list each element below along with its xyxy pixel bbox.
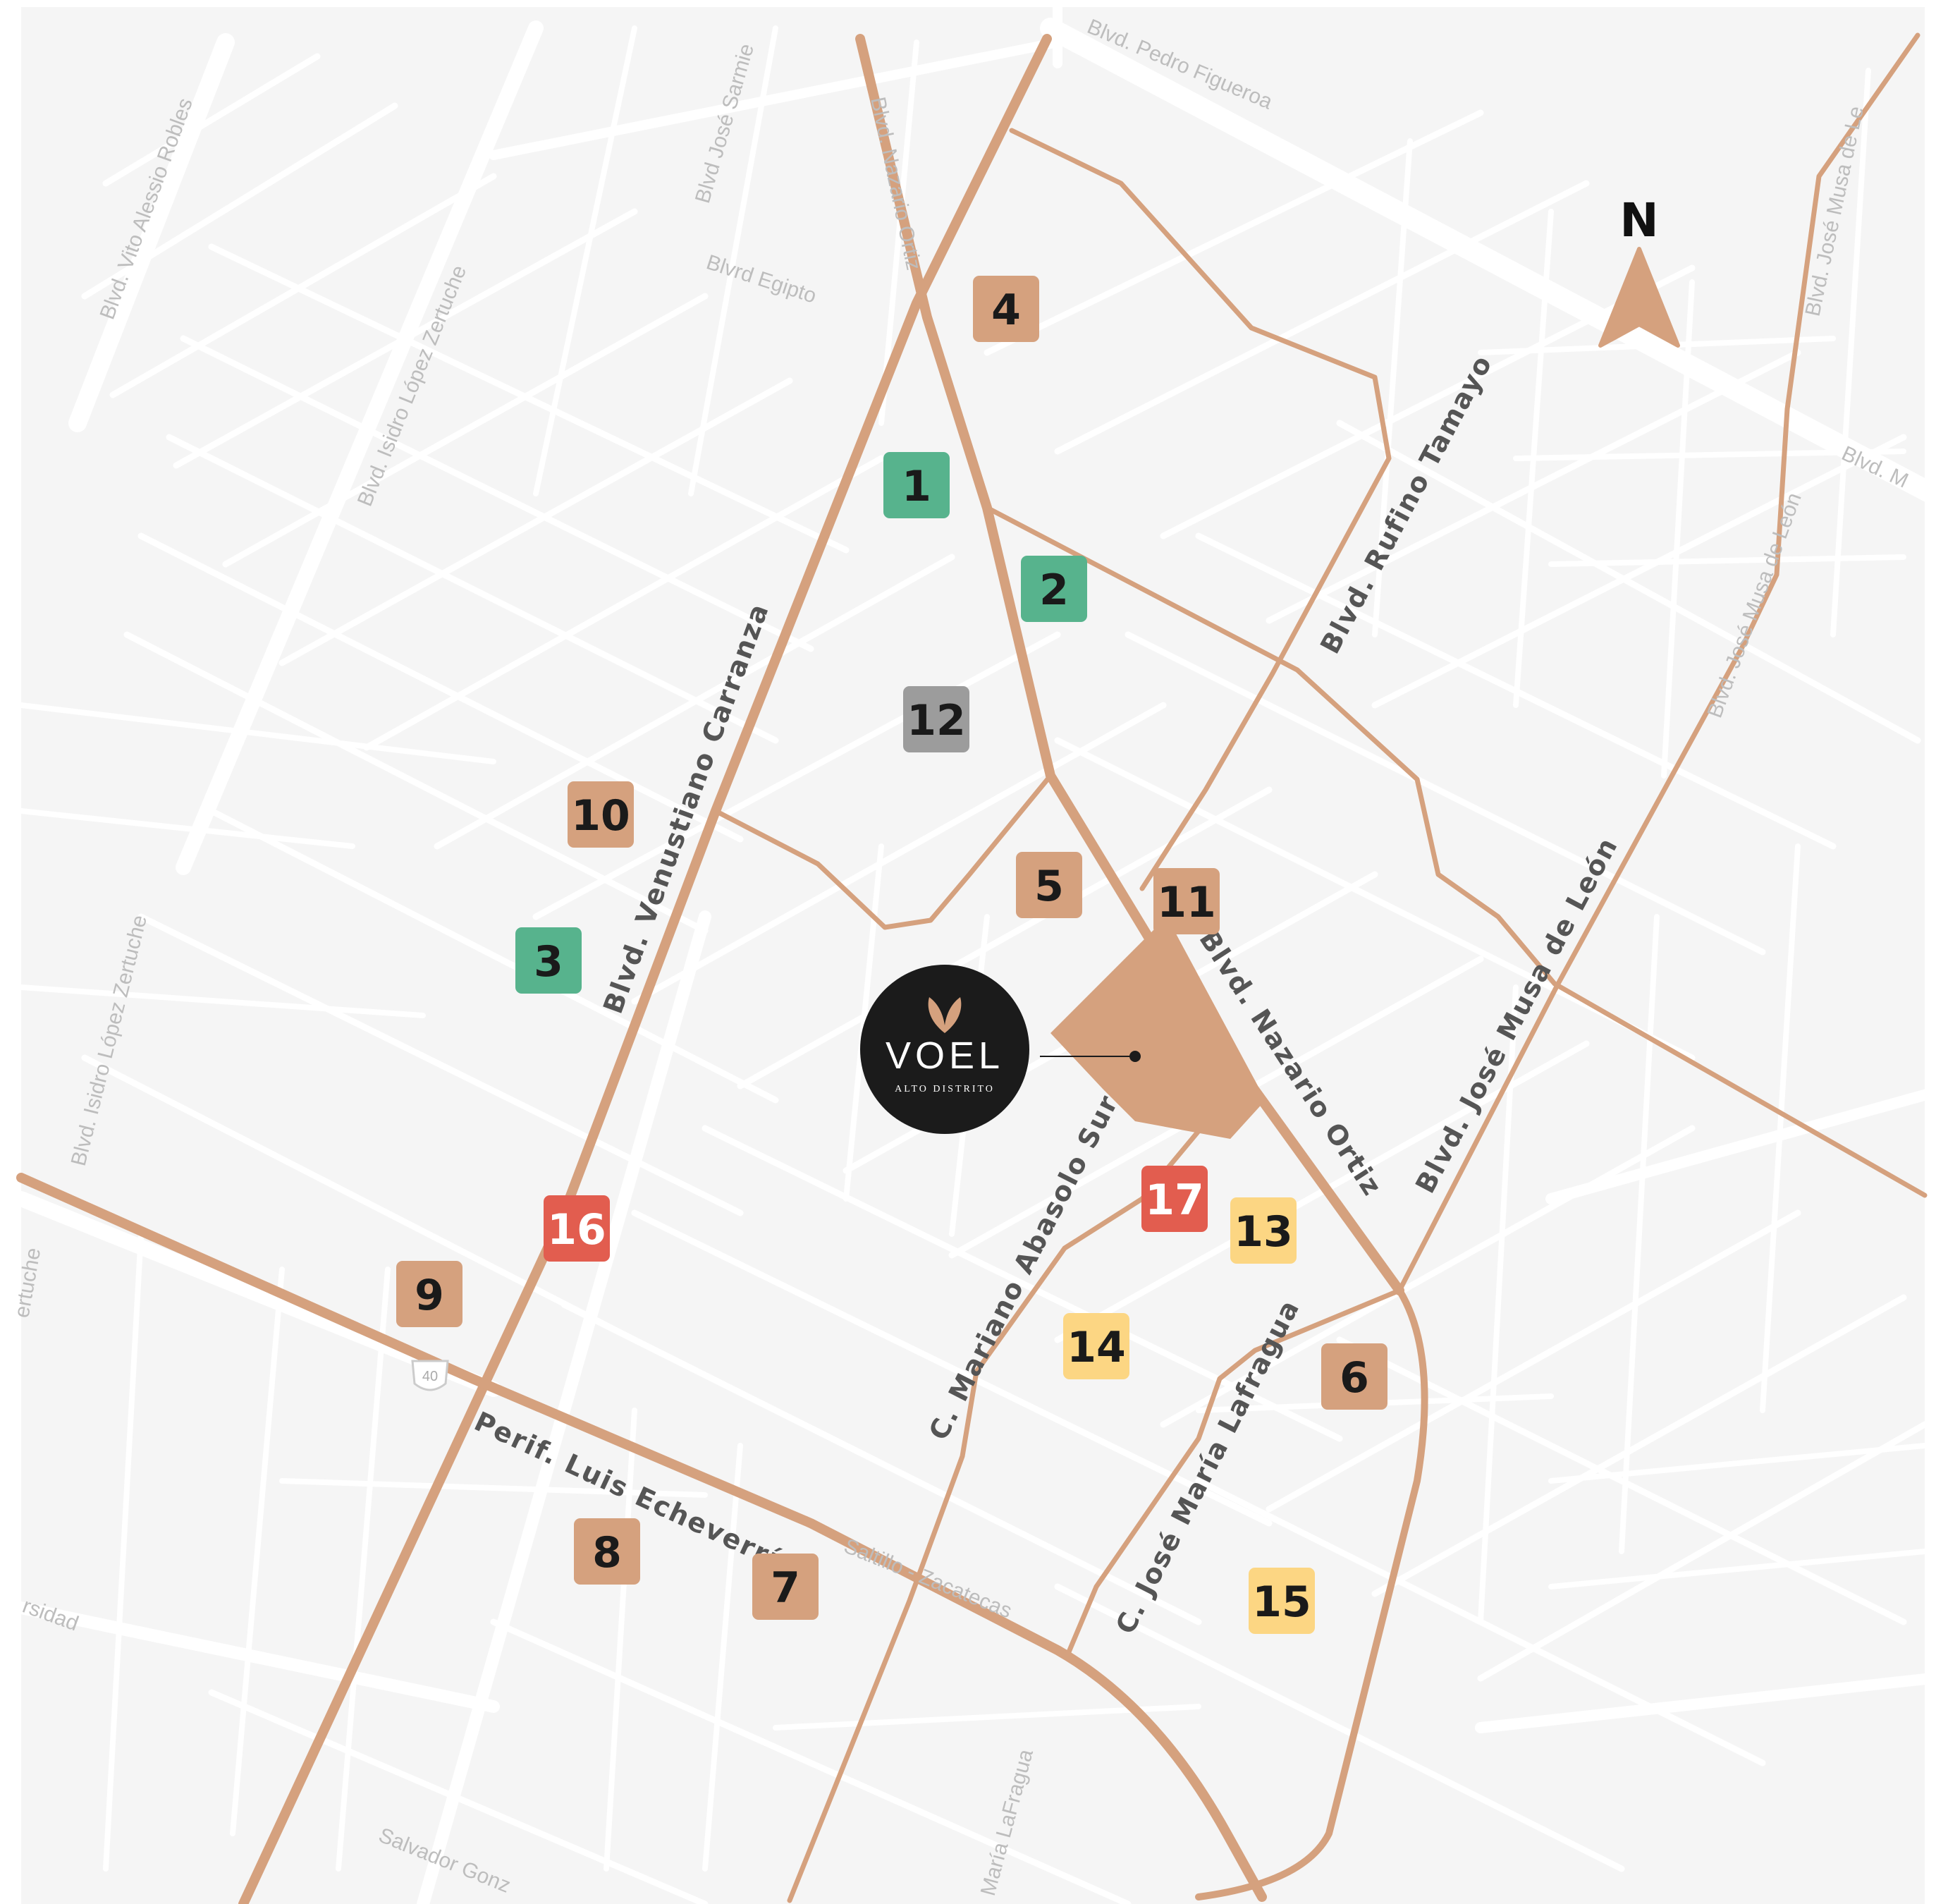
marker-box[interactable] [752,1554,819,1620]
marker-label: 12 [907,696,966,745]
marker-6[interactable]: 6 [1321,1343,1387,1410]
marker-box[interactable] [1016,852,1082,918]
marker-15[interactable]: 15 [1249,1568,1315,1634]
marker-box[interactable] [1063,1313,1129,1379]
marker-box[interactable] [1230,1197,1297,1264]
marker-box[interactable] [568,781,634,848]
marker-box[interactable] [973,276,1039,342]
marker-label: 11 [1157,878,1216,927]
marker-label: 4 [991,286,1021,335]
marker-box[interactable] [903,686,969,752]
marker-9[interactable]: 9 [396,1261,462,1327]
marker-13[interactable]: 13 [1230,1197,1297,1264]
marker-5[interactable]: 5 [1016,852,1082,918]
marker-box[interactable] [396,1261,462,1327]
logo-badge [860,965,1029,1134]
marker-7[interactable]: 7 [752,1554,819,1620]
marker-label: 6 [1340,1353,1369,1403]
marker-11[interactable]: 11 [1153,868,1220,934]
marker-14[interactable]: 14 [1063,1313,1129,1379]
north-compass: N [1598,193,1680,348]
shield-icon [411,1360,449,1391]
bird-leaf-icon [928,997,962,1033]
marker-box[interactable] [544,1195,610,1262]
marker-label: 5 [1034,862,1064,911]
marker-label: 15 [1252,1577,1311,1627]
marker-17[interactable]: 17 [1141,1166,1208,1232]
marker-box[interactable] [574,1518,640,1585]
marker-label: 8 [592,1528,622,1577]
street-network [13,2,1936,1904]
marker-3[interactable]: 3 [515,927,582,994]
logo-brand: VOEL [886,1035,1004,1077]
marker-label: 1 [902,462,931,511]
marker-label: 16 [547,1205,606,1255]
marker-box[interactable] [1021,556,1087,622]
shield-number: 40 [422,1369,438,1384]
logo-tagline: ALTO DISTRITO [895,1084,995,1094]
marker-label: 10 [571,791,630,841]
marker-box[interactable] [1249,1568,1315,1634]
marker-label: 2 [1039,566,1069,615]
site-pointer-dot [1129,1051,1141,1062]
marker-2[interactable]: 2 [1021,556,1087,622]
marker-1[interactable]: 1 [883,452,950,518]
site-area [1050,917,1266,1139]
marker-label: 17 [1145,1176,1204,1225]
north-letter: N [1619,193,1658,248]
marker-label: 13 [1234,1207,1293,1257]
marker-4[interactable]: 4 [973,276,1039,342]
marker-label: 3 [534,937,563,987]
marker-box[interactable] [515,927,582,994]
highway-shield: 40 [411,1360,449,1391]
marker-10[interactable]: 10 [568,781,634,848]
marker-label: 14 [1067,1323,1126,1372]
marker-label: 9 [415,1271,444,1320]
north-arrow-icon [1598,247,1680,348]
marker-8[interactable]: 8 [574,1518,640,1585]
marker-box[interactable] [1153,868,1220,934]
marker-12[interactable]: 12 [903,686,969,752]
marker-box[interactable] [883,452,950,518]
marker-label: 7 [771,1563,800,1613]
voel-logo: VOEL ALTO DISTRITO [860,965,1029,1134]
marker-16[interactable]: 16 [544,1195,610,1262]
marker-box[interactable] [1321,1343,1387,1410]
marker-box[interactable] [1141,1166,1208,1232]
